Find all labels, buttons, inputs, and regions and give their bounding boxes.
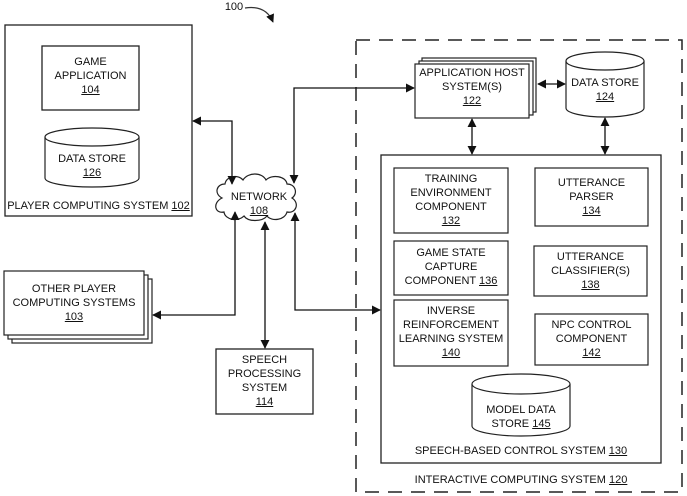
- utterance-classifier-box: [533, 245, 648, 297]
- training-environment-line2: ENVIRONMENT: [410, 187, 492, 199]
- npc-control-label: NPC CONTROL COMPONENT 142: [535, 318, 648, 360]
- utterance-parser-ref: 134: [582, 205, 601, 217]
- interactive-computing-system-title: INTERACTIVE COMPUTING SYSTEM 120: [381, 473, 661, 487]
- application-host-stack: [414, 57, 537, 119]
- model-data-store-ref: 145: [532, 418, 551, 430]
- npc-control-box: [534, 313, 649, 366]
- utterance-parser-line2: PARSER: [569, 191, 614, 203]
- inverse-rl-line3: LEARNING SYSTEM: [398, 333, 504, 345]
- npc-control-ref: 142: [582, 347, 601, 359]
- speech-processing-label: SPEECH PROCESSING SYSTEM 114: [216, 353, 313, 409]
- connector-network-speechcontrol: [290, 212, 381, 315]
- game-application-line1: GAME: [74, 56, 107, 68]
- network-label: NETWORK 108: [222, 190, 296, 218]
- application-host-line1: APPLICATION HOST: [419, 67, 525, 79]
- network-line1: NETWORK: [230, 191, 288, 203]
- application-host-line2: SYSTEM(S): [442, 81, 502, 93]
- inverse-rl-line2: REINFORCEMENT: [403, 319, 499, 331]
- connector-network-otherplayer: [152, 211, 240, 320]
- data-store-126-ref: 126: [82, 167, 102, 179]
- utterance-parser-box: [534, 167, 649, 227]
- speech-based-control-system-ref: 130: [608, 445, 628, 457]
- game-state-capture-box: [393, 240, 509, 296]
- utterance-classifier-line2: CLASSIFIER(S): [551, 265, 630, 277]
- game-application-box: [41, 45, 140, 111]
- player-computing-system-ref: 102: [171, 200, 190, 212]
- utterance-classifier-line1: UTTERANCE: [556, 251, 625, 263]
- data-store-124-label: DATA STORE 124: [566, 76, 644, 104]
- game-application-label: GAME APPLICATION 104: [42, 55, 139, 97]
- figure-ref-label: 100: [224, 1, 244, 13]
- data-store-124-line1: DATA STORE: [571, 77, 639, 89]
- training-environment-line3: COMPONENT: [415, 201, 487, 213]
- model-data-store-cylinder: [471, 373, 571, 437]
- data-store-126-label: DATA STORE 126: [45, 152, 139, 180]
- model-data-store-label: MODEL DATA STORE 145: [472, 403, 570, 431]
- application-host-ref: 122: [462, 95, 482, 107]
- speech-processing-ref: 114: [255, 396, 274, 408]
- connector-player-network: [192, 116, 237, 185]
- model-data-store-line2: STORE: [491, 418, 530, 430]
- game-application-ref: 104: [81, 84, 100, 96]
- npc-control-line2: COMPONENT: [555, 333, 628, 345]
- other-player-stack: [3, 270, 153, 344]
- other-player-ref: 103: [64, 311, 84, 323]
- network-ref: 108: [249, 205, 269, 217]
- game-state-capture-line1: GAME STATE: [416, 247, 486, 259]
- game-state-capture-label: GAME STATE CAPTURE COMPONENT 136: [394, 246, 508, 288]
- data-store-126-cylinder: [44, 127, 140, 188]
- speech-based-control-system-name: SPEECH-BASED CONTROL SYSTEM: [414, 445, 606, 457]
- player-computing-system-title: PLAYER COMPUTING SYSTEM 102: [5, 199, 192, 213]
- model-data-store-line1: MODEL DATA: [486, 404, 556, 416]
- utterance-parser-label: UTTERANCE PARSER 134: [535, 176, 648, 218]
- data-store-126-line1: DATA STORE: [58, 153, 126, 165]
- game-state-capture-line2: CAPTURE: [424, 261, 478, 273]
- speech-processing-box: [215, 348, 314, 415]
- interactive-computing-system-ref: 120: [609, 474, 628, 486]
- inverse-rl-box: [393, 299, 509, 367]
- inverse-rl-line1: INVERSE: [426, 305, 476, 317]
- inverse-rl-label: INVERSE REINFORCEMENT LEARNING SYSTEM 14…: [394, 304, 508, 360]
- application-host-label: APPLICATION HOST SYSTEM(S) 122: [415, 66, 529, 108]
- player-computing-system-name: PLAYER COMPUTING SYSTEM: [7, 200, 169, 212]
- speech-processing-line1: SPEECH: [241, 354, 288, 366]
- data-store-124-cylinder: [565, 51, 645, 118]
- game-state-capture-line3: COMPONENT: [404, 275, 476, 287]
- speech-processing-line3: SYSTEM: [241, 382, 288, 394]
- npc-control-line1: NPC CONTROL: [551, 319, 632, 331]
- other-player-line2: COMPUTING SYSTEMS: [12, 297, 136, 309]
- game-application-line2: APPLICATION: [54, 70, 127, 82]
- connector-network-apphost: [289, 83, 415, 184]
- data-store-124-ref: 124: [595, 91, 615, 103]
- utterance-classifier-ref: 138: [581, 279, 600, 291]
- utterance-classifier-label: UTTERANCE CLASSIFIER(S) 138: [534, 250, 647, 292]
- other-player-label: OTHER PLAYER COMPUTING SYSTEMS 103: [4, 282, 144, 324]
- inverse-rl-ref: 140: [441, 347, 461, 359]
- training-environment-line1: TRAINING: [424, 173, 478, 185]
- game-state-capture-ref: 136: [479, 275, 498, 287]
- figure-ref-arrow: [244, 6, 274, 23]
- training-environment-label: TRAINING ENVIRONMENT COMPONENT 132: [394, 172, 508, 228]
- interactive-computing-system-name: INTERACTIVE COMPUTING SYSTEM: [414, 474, 606, 486]
- interactive-computing-system-box: [355, 39, 683, 493]
- utterance-parser-line1: UTTERANCE: [557, 177, 626, 189]
- speech-processing-line2: PROCESSING: [227, 368, 302, 380]
- speech-based-control-system-title: SPEECH-BASED CONTROL SYSTEM 130: [381, 444, 661, 458]
- other-player-line1: OTHER PLAYER: [31, 283, 117, 295]
- training-environment-ref: 132: [441, 215, 461, 227]
